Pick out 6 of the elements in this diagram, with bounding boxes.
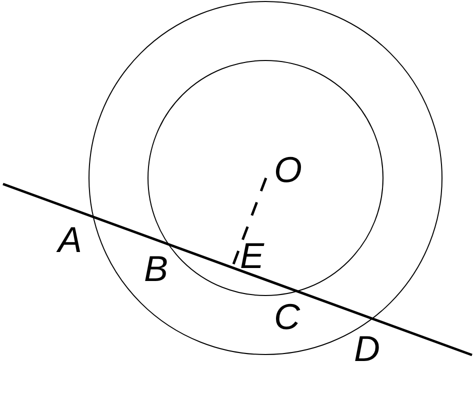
point-label: B: [144, 251, 168, 287]
point-label: C: [274, 299, 300, 335]
point-label: A: [58, 222, 82, 258]
point-label: D: [354, 331, 380, 367]
point-label: O: [274, 152, 302, 188]
point-label: E: [240, 238, 264, 274]
